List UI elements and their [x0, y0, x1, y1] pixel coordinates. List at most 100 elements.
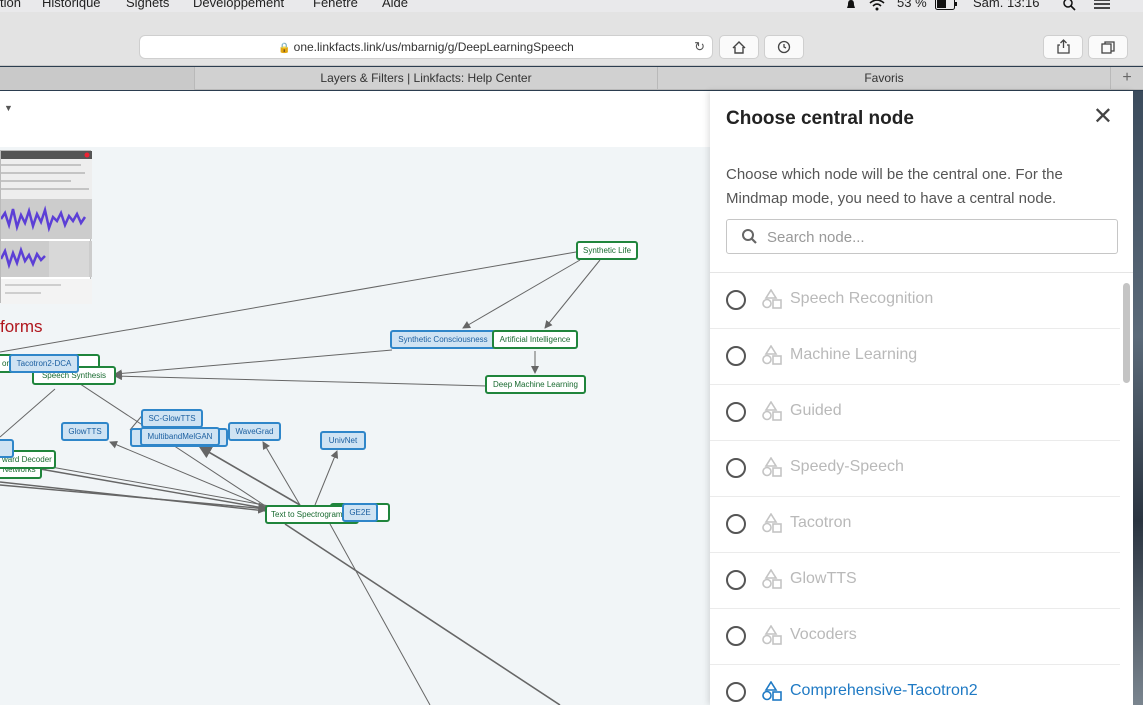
radio-button[interactable]: [726, 402, 746, 422]
shapes-icon: [762, 401, 782, 421]
edge: [39, 462, 276, 508]
node-label: Speech Recognition: [790, 290, 934, 307]
battery-percent: 53 %: [897, 0, 927, 10]
shapes-icon: [762, 345, 782, 365]
radio-button[interactable]: [726, 682, 746, 702]
list-item[interactable]: Vocoders: [710, 609, 1120, 665]
tab-layers-filters[interactable]: Layers & Filters | Linkfacts: Help Cente…: [194, 67, 657, 90]
new-tab-button[interactable]: +: [1110, 67, 1143, 90]
menu-item-aide[interactable]: Aide: [382, 0, 409, 10]
shapes-icon: [762, 625, 782, 645]
spotlight-search-icon[interactable]: [1063, 0, 1076, 11]
graph-node-glowtts[interactable]: GlowTTS: [61, 422, 109, 441]
edge: [39, 468, 276, 511]
list-item[interactable]: GlowTTS: [710, 553, 1120, 609]
edge: [0, 251, 577, 353]
graph-node-artificial-intelligence[interactable]: Artificial Intelligence: [492, 330, 578, 349]
panel-title: Choose central node: [726, 108, 914, 129]
edge: [114, 349, 393, 378]
home-icon: [732, 41, 746, 54]
close-icon[interactable]: ✕: [1092, 103, 1113, 130]
tabs-overview-button[interactable]: [1088, 35, 1128, 59]
list-scrollbar[interactable]: [1123, 283, 1130, 383]
graph-canvas[interactable]: forms: [0, 147, 710, 705]
node-label: Vocoders: [790, 626, 857, 643]
radio-button[interactable]: [726, 458, 746, 478]
menu-item-fenetre[interactable]: Fenêtre: [313, 0, 358, 10]
menu-clock[interactable]: Sam. 13:16: [973, 0, 1040, 10]
graph-heading: forms: [0, 317, 43, 336]
list-item[interactable]: Comprehensive-Tacotron2: [710, 665, 1120, 705]
tab-previous[interactable]: [0, 67, 194, 90]
edge: [198, 446, 301, 506]
graph-node-wavegrad[interactable]: WaveGrad: [228, 422, 281, 441]
graph-node-multibandmelgan[interactable]: MultibandMelGAN: [140, 427, 220, 446]
radio-button[interactable]: [726, 514, 746, 534]
menu-item-edition[interactable]: tion: [0, 0, 21, 10]
tab-favoris[interactable]: Favoris: [657, 67, 1110, 90]
graph-node-synthetic-consciousness[interactable]: Synthetic Consciousness: [390, 330, 496, 349]
radio-button[interactable]: [726, 346, 746, 366]
menu-bar: tion Historique Signets Développement Fe…: [0, 0, 1143, 12]
list-item[interactable]: Machine Learning: [710, 329, 1120, 385]
edge: [314, 450, 339, 506]
search-box[interactable]: [726, 219, 1118, 254]
graph-node-partial[interactable]: [0, 439, 14, 458]
radio-button[interactable]: [726, 626, 746, 646]
node-label: Comprehensive-Tacotron2: [790, 682, 978, 699]
menu-item-signets[interactable]: Signets: [126, 0, 170, 10]
tab-bar: Layers & Filters | Linkfacts: Help Cente…: [0, 67, 1143, 90]
address-url: one.linkfacts.link/us/mbarnig/g/DeepLear…: [293, 40, 574, 54]
shapes-icon: [762, 569, 782, 589]
graph-node-univnet[interactable]: UnivNet: [320, 431, 366, 450]
control-center-icon[interactable]: [1093, 0, 1111, 10]
page-header: ▼: [0, 91, 710, 147]
notification-bell-icon[interactable]: [845, 0, 857, 11]
edge: [114, 372, 488, 387]
list-item[interactable]: Guided: [710, 385, 1120, 441]
shapes-icon: [762, 513, 782, 533]
graph-node-synthetic-life[interactable]: Synthetic Life: [576, 241, 638, 260]
edge: [462, 259, 581, 329]
node-label: GlowTTS: [790, 570, 857, 587]
clock-icon: [777, 40, 791, 54]
address-bar[interactable]: 🔒one.linkfacts.link/us/mbarnig/g/DeepLea…: [139, 35, 713, 59]
wifi-icon[interactable]: [869, 0, 885, 11]
list-item[interactable]: Speedy-Speech: [710, 441, 1120, 497]
audio-waveform-thumbnail[interactable]: [0, 150, 92, 304]
shapes-icon: [762, 681, 782, 701]
shapes-icon: [762, 289, 782, 309]
menu-item-developpement[interactable]: Développement: [193, 0, 285, 10]
radio-button[interactable]: [726, 570, 746, 590]
edge: [329, 523, 431, 705]
graph-node-sc-glowtts[interactable]: SC-GlowTTS: [141, 409, 203, 428]
search-input[interactable]: [767, 225, 1107, 249]
graph-node-ward-decoder[interactable]: ward Decoder: [0, 450, 56, 469]
list-item[interactable]: Speech Recognition: [710, 273, 1120, 329]
graph-node-tacotron2-dca[interactable]: Tacotron2-DCA: [9, 354, 79, 373]
node-label: Machine Learning: [790, 346, 918, 363]
history-button[interactable]: [764, 35, 804, 59]
shapes-icon: [762, 457, 782, 477]
share-button[interactable]: [1043, 35, 1083, 59]
node-label: Tacotron: [790, 514, 852, 531]
battery-icon[interactable]: [935, 0, 957, 10]
reload-icon[interactable]: ↻: [694, 39, 705, 54]
radio-button[interactable]: [726, 290, 746, 310]
desktop-background: [1133, 91, 1143, 705]
waveform-image: [0, 151, 92, 304]
node-list: Speech Recognition Machine Learning Guid…: [710, 272, 1133, 705]
panel-description: Choose which node will be the central on…: [726, 166, 1063, 207]
home-button[interactable]: [719, 35, 759, 59]
graph-node-ge2e[interactable]: GE2E: [342, 503, 378, 522]
share-icon: [1056, 39, 1070, 54]
browser-toolbar: 🔒one.linkfacts.link/us/mbarnig/g/DeepLea…: [0, 12, 1143, 66]
menu-item-historique[interactable]: Historique: [42, 0, 101, 10]
edge: [262, 441, 301, 506]
edge: [109, 441, 271, 510]
list-item[interactable]: Tacotron: [710, 497, 1120, 553]
choose-central-node-panel: Choose central node ✕ Choose which node …: [710, 91, 1133, 705]
graph-node-deep-machine-learning[interactable]: Deep Machine Learning: [485, 375, 586, 394]
dropdown-caret-icon[interactable]: ▼: [4, 103, 13, 113]
node-label: Speedy-Speech: [790, 458, 904, 475]
